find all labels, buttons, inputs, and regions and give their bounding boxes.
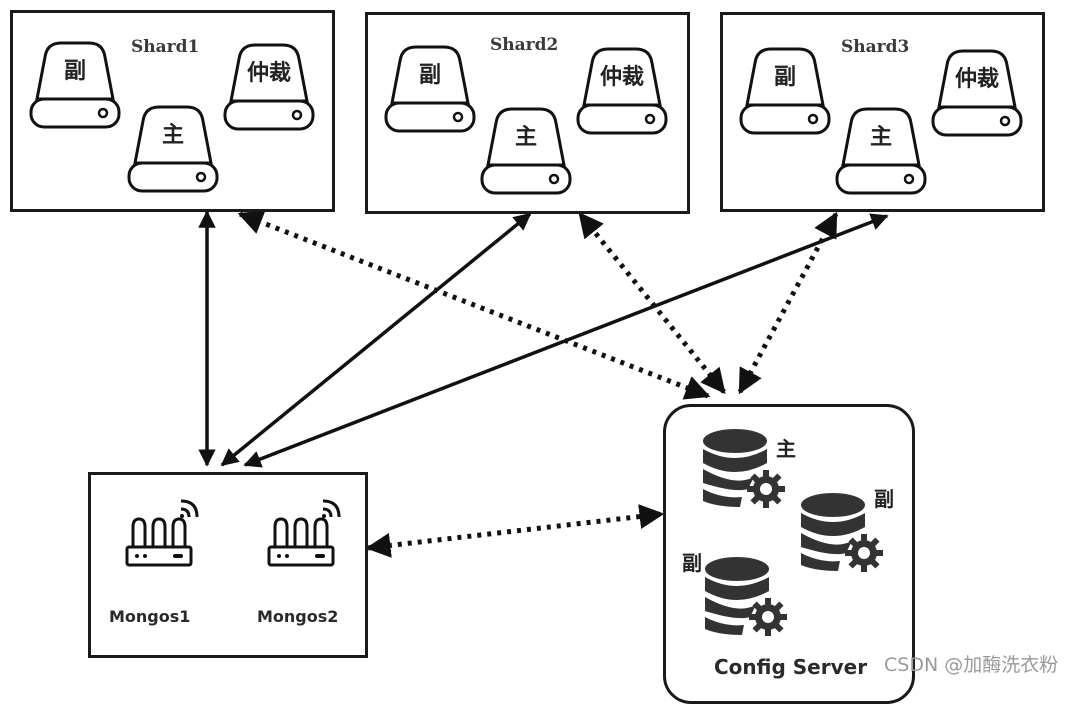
secondary-disk: 副 (382, 43, 478, 133)
database-gear-icon (703, 429, 785, 508)
disk-label: 主 (161, 123, 184, 148)
shard-title: Shard2 (490, 35, 559, 55)
shard-title: Shard1 (131, 37, 200, 57)
config-secondary-node-2 (704, 555, 794, 645)
disk-label: 副 (63, 59, 86, 84)
primary-disk: 主 (478, 105, 574, 195)
link-mongos-shard2 (220, 212, 532, 467)
config-server-title: Config Server (714, 655, 868, 679)
config-node-role: 副 (682, 551, 702, 575)
arbiter-disk: 仲裁 (929, 47, 1025, 137)
link-mongos-config (365, 504, 665, 558)
config-node-role: 副 (874, 487, 894, 511)
disk-icon (931, 49, 1023, 137)
disk-label: 主 (869, 125, 892, 150)
watermark: CSDN @加酶洗衣粉 (884, 654, 1059, 676)
router-icon (125, 499, 199, 567)
secondary-disk: 副 (27, 39, 123, 129)
shard1-box: Shard1 副 仲裁 主 (10, 10, 335, 212)
arbiter-disk: 仲裁 (574, 45, 670, 135)
disk-label: 仲裁 (954, 67, 999, 92)
mongos-label: Mongos1 (109, 607, 191, 626)
primary-disk: 主 (125, 103, 221, 193)
disk-label: 主 (514, 125, 537, 150)
connections-layer (198, 210, 889, 558)
disk-icon (480, 107, 572, 195)
disk-icon (835, 107, 927, 195)
disk-icon (127, 105, 219, 193)
config-secondary-node-1 (800, 491, 890, 581)
link-config-shard2 (578, 212, 726, 394)
disk-label: 副 (773, 65, 796, 90)
disk-icon (576, 47, 668, 135)
disk-label: 仲裁 (599, 65, 644, 90)
mongos-label: Mongos2 (257, 607, 339, 626)
mongos-box: Mongos1 Mongos2 (88, 472, 368, 658)
link-config-shard1 (237, 210, 711, 400)
shard2-box: Shard2 副 仲裁 主 (365, 12, 690, 214)
primary-disk: 主 (833, 105, 929, 195)
disk-icon (223, 43, 315, 131)
router-icon (267, 499, 341, 567)
database-gear-icon (801, 493, 883, 572)
link-config-shard3 (737, 211, 839, 395)
shard3-box: Shard3 副 仲裁 主 (720, 12, 1045, 212)
disk-icon (384, 45, 476, 133)
shard-title: Shard3 (841, 37, 910, 57)
disk-icon (739, 47, 831, 135)
secondary-disk: 副 (737, 45, 833, 135)
config-node-role: 主 (776, 437, 796, 461)
arbiter-disk: 仲裁 (221, 41, 317, 131)
mongos1-node (123, 495, 213, 575)
disk-icon (29, 41, 121, 129)
config-server-box: 主 副 (663, 404, 915, 704)
disk-label: 仲裁 (246, 61, 291, 86)
database-gear-icon (705, 557, 787, 636)
mongos2-node (265, 495, 355, 575)
config-primary-node (702, 427, 792, 517)
disk-label: 副 (418, 63, 441, 88)
